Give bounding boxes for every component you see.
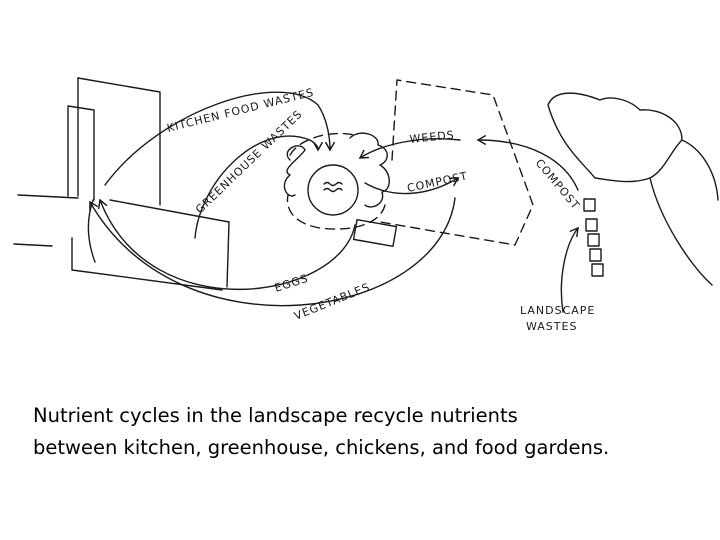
- label-vegetables: VEGETABLES: [292, 280, 372, 322]
- label-compost-pond: COMPOST: [406, 169, 469, 195]
- caption-line-1: Nutrient cycles in the landscape recycle…: [33, 404, 518, 427]
- pond-area: [283, 132, 390, 230]
- house-outline: [13, 77, 230, 247]
- caption-line-2: between kitchen, greenhouse, chickens, a…: [33, 436, 610, 459]
- flow-arrows: [87, 91, 579, 313]
- nutrient-cycle-diagram: KITCHEN FOOD WASTES GREENHOUSE WASTES WE…: [13, 77, 719, 333]
- compost-bins: [583, 198, 604, 277]
- slide-caption: Nutrient cycles in the landscape recycle…: [33, 400, 609, 464]
- label-eggs: EGGS: [273, 272, 310, 295]
- chicken-coop: [352, 218, 398, 248]
- label-landscape: LANDSCAPE: [520, 304, 595, 317]
- water-icon: [323, 181, 343, 193]
- garden-outline: [379, 79, 534, 246]
- pond-circle: [307, 164, 359, 216]
- label-wastes: WASTES: [526, 320, 577, 333]
- label-weeds: WEEDS: [409, 128, 455, 146]
- trees: [547, 92, 719, 286]
- greenhouse-outline: [71, 221, 230, 291]
